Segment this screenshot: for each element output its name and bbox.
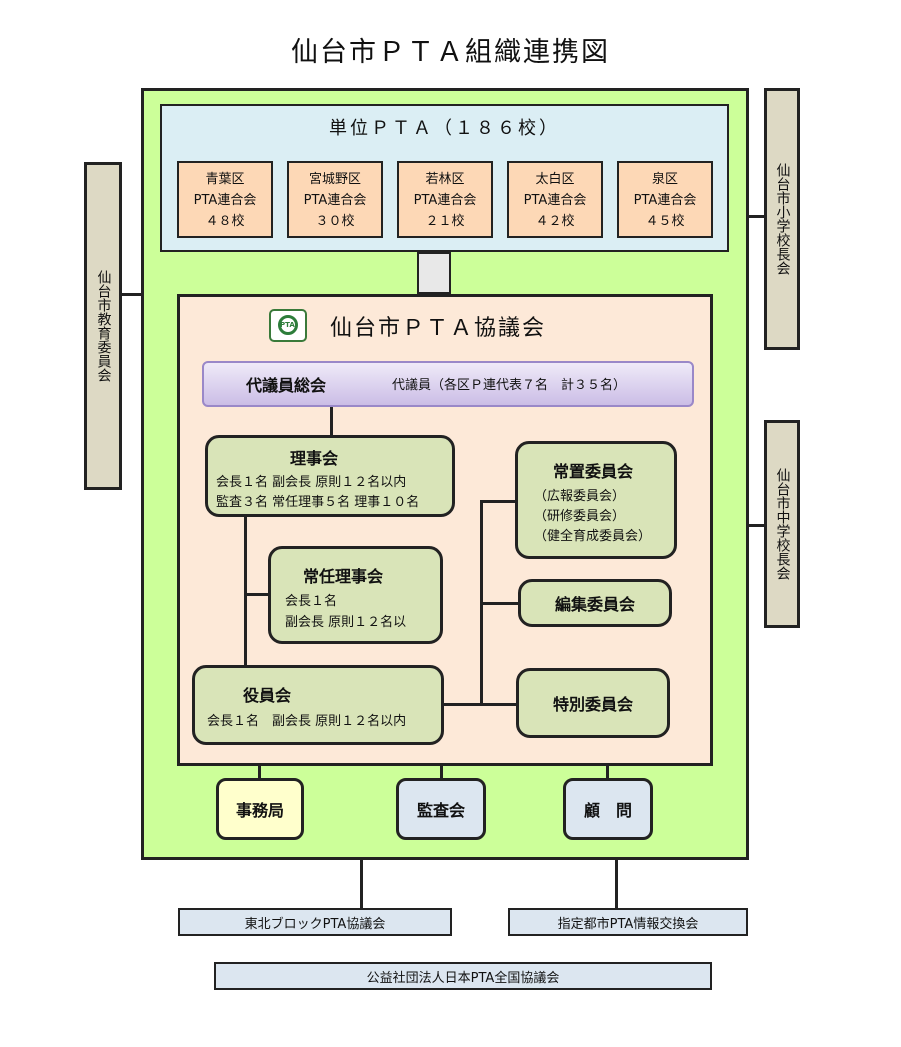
ward-box-wakabayashi: 若林区 PTA連合会 ２１校 xyxy=(397,161,493,238)
council-title: 仙台市ＰＴＡ協議会 xyxy=(330,316,547,341)
junior-high-principals-box: 仙台市中学校長会 xyxy=(764,420,800,628)
unit-pta-title: 単位ＰＴＡ（１８６校） xyxy=(329,118,560,139)
connector-line xyxy=(244,593,270,596)
ward-box-izumi: 泉区 PTA連合会 ４５校 xyxy=(617,161,713,238)
board-of-education-box: 仙台市教育委員会 xyxy=(84,162,122,490)
connector-line xyxy=(480,500,517,503)
national-pta-box: 公益社団法人日本PTA全国協議会 xyxy=(214,962,712,990)
logo-text: PTA xyxy=(280,321,295,329)
advisor-box: 顧 問 xyxy=(563,778,653,840)
standing-board-title: 常任理事会 xyxy=(303,567,384,586)
committee-item: （研修委員会） xyxy=(534,509,626,524)
board-box: 理事会 会長１名 副会長 原則１２名以内 監査３名 常任理事５名 理事１０名 xyxy=(205,435,455,517)
ward-name: 青葉区 xyxy=(205,172,245,187)
connector-line xyxy=(615,860,618,910)
connector-line xyxy=(258,766,261,780)
page-title: 仙台市ＰＴＡ組織連携図 xyxy=(291,37,610,68)
connector-line xyxy=(748,524,766,527)
ward-count: ３０校 xyxy=(315,214,355,229)
board-line-1: 会長１名 副会長 原則１２名以内 xyxy=(216,475,407,490)
standing-committee-title: 常置委員会 xyxy=(553,462,634,481)
ward-box-taihaku: 太白区 PTA連合会 ４２校 xyxy=(507,161,603,238)
officers-title: 役員会 xyxy=(243,686,292,705)
connector-line xyxy=(120,293,142,296)
editorial-committee-box: 編集委員会 xyxy=(518,579,672,627)
board-title: 理事会 xyxy=(290,449,339,468)
ward-count: ４５校 xyxy=(645,214,685,229)
standing-board-line-1: 会長１名 xyxy=(285,594,338,609)
connector-line xyxy=(440,766,443,780)
ward-org: PTA連合会 xyxy=(193,193,257,208)
connector-line xyxy=(442,703,519,706)
connector-line xyxy=(360,860,363,910)
logo-ring xyxy=(278,315,298,335)
pta-logo-icon: PTA xyxy=(269,309,307,342)
secretariat-box: 事務局 xyxy=(216,778,304,840)
standing-board-box: 常任理事会 会長１名 副会長 原則１２名以 xyxy=(268,546,443,644)
connector-line xyxy=(606,766,609,780)
delegates-assembly-title: 代議員総会 xyxy=(246,376,327,395)
officers-line-1: 会長１名 副会長 原則１２名以内 xyxy=(207,714,407,729)
special-committee-title: 特別委員会 xyxy=(552,695,633,714)
committee-item: （広報委員会） xyxy=(534,489,626,504)
standing-committee-box: 常置委員会 （広報委員会） （研修委員会） （健全育成委員会） xyxy=(515,441,677,559)
ward-name: 若林区 xyxy=(425,172,465,187)
officers-box: 役員会 会長１名 副会長 原則１２名以内 xyxy=(192,665,444,745)
ward-org: PTA連合会 xyxy=(303,193,367,208)
unit-council-connector xyxy=(417,252,451,294)
standing-board-line-2: 副会長 原則１２名以 xyxy=(285,615,407,630)
ward-name: 泉区 xyxy=(651,172,678,187)
board-line-2: 監査３名 常任理事５名 理事１０名 xyxy=(216,495,420,510)
delegates-assembly-box xyxy=(202,361,694,407)
ward-name: 宮城野区 xyxy=(308,172,361,187)
ward-count: ４２校 xyxy=(535,214,575,229)
ward-org: PTA連合会 xyxy=(523,193,587,208)
ward-box-aoba: 青葉区 PTA連合会 ４８校 xyxy=(177,161,273,238)
ward-org: PTA連合会 xyxy=(413,193,477,208)
delegates-detail: 代議員（各区Ｐ連代表７名 計３５名） xyxy=(392,378,627,393)
connector-line xyxy=(748,215,766,218)
audit-box: 監査会 xyxy=(396,778,486,840)
designated-cities-pta-box: 指定都市PTA情報交換会 xyxy=(508,908,748,936)
ward-name: 太白区 xyxy=(535,172,575,187)
connector-line xyxy=(330,407,333,437)
committee-item: （健全育成委員会） xyxy=(534,529,652,544)
tohoku-block-pta-box: 東北ブロックPTA協議会 xyxy=(178,908,452,936)
ward-count: ４８校 xyxy=(205,214,245,229)
editorial-committee-title: 編集委員会 xyxy=(554,595,635,614)
elementary-principals-box: 仙台市小学校長会 xyxy=(764,88,800,350)
special-committee-box: 特別委員会 xyxy=(516,668,670,738)
connector-line xyxy=(244,515,247,667)
connector-line xyxy=(480,602,520,605)
ward-box-miyagino: 宮城野区 PTA連合会 ３０校 xyxy=(287,161,383,238)
ward-count: ２１校 xyxy=(425,214,465,229)
ward-org: PTA連合会 xyxy=(633,193,697,208)
